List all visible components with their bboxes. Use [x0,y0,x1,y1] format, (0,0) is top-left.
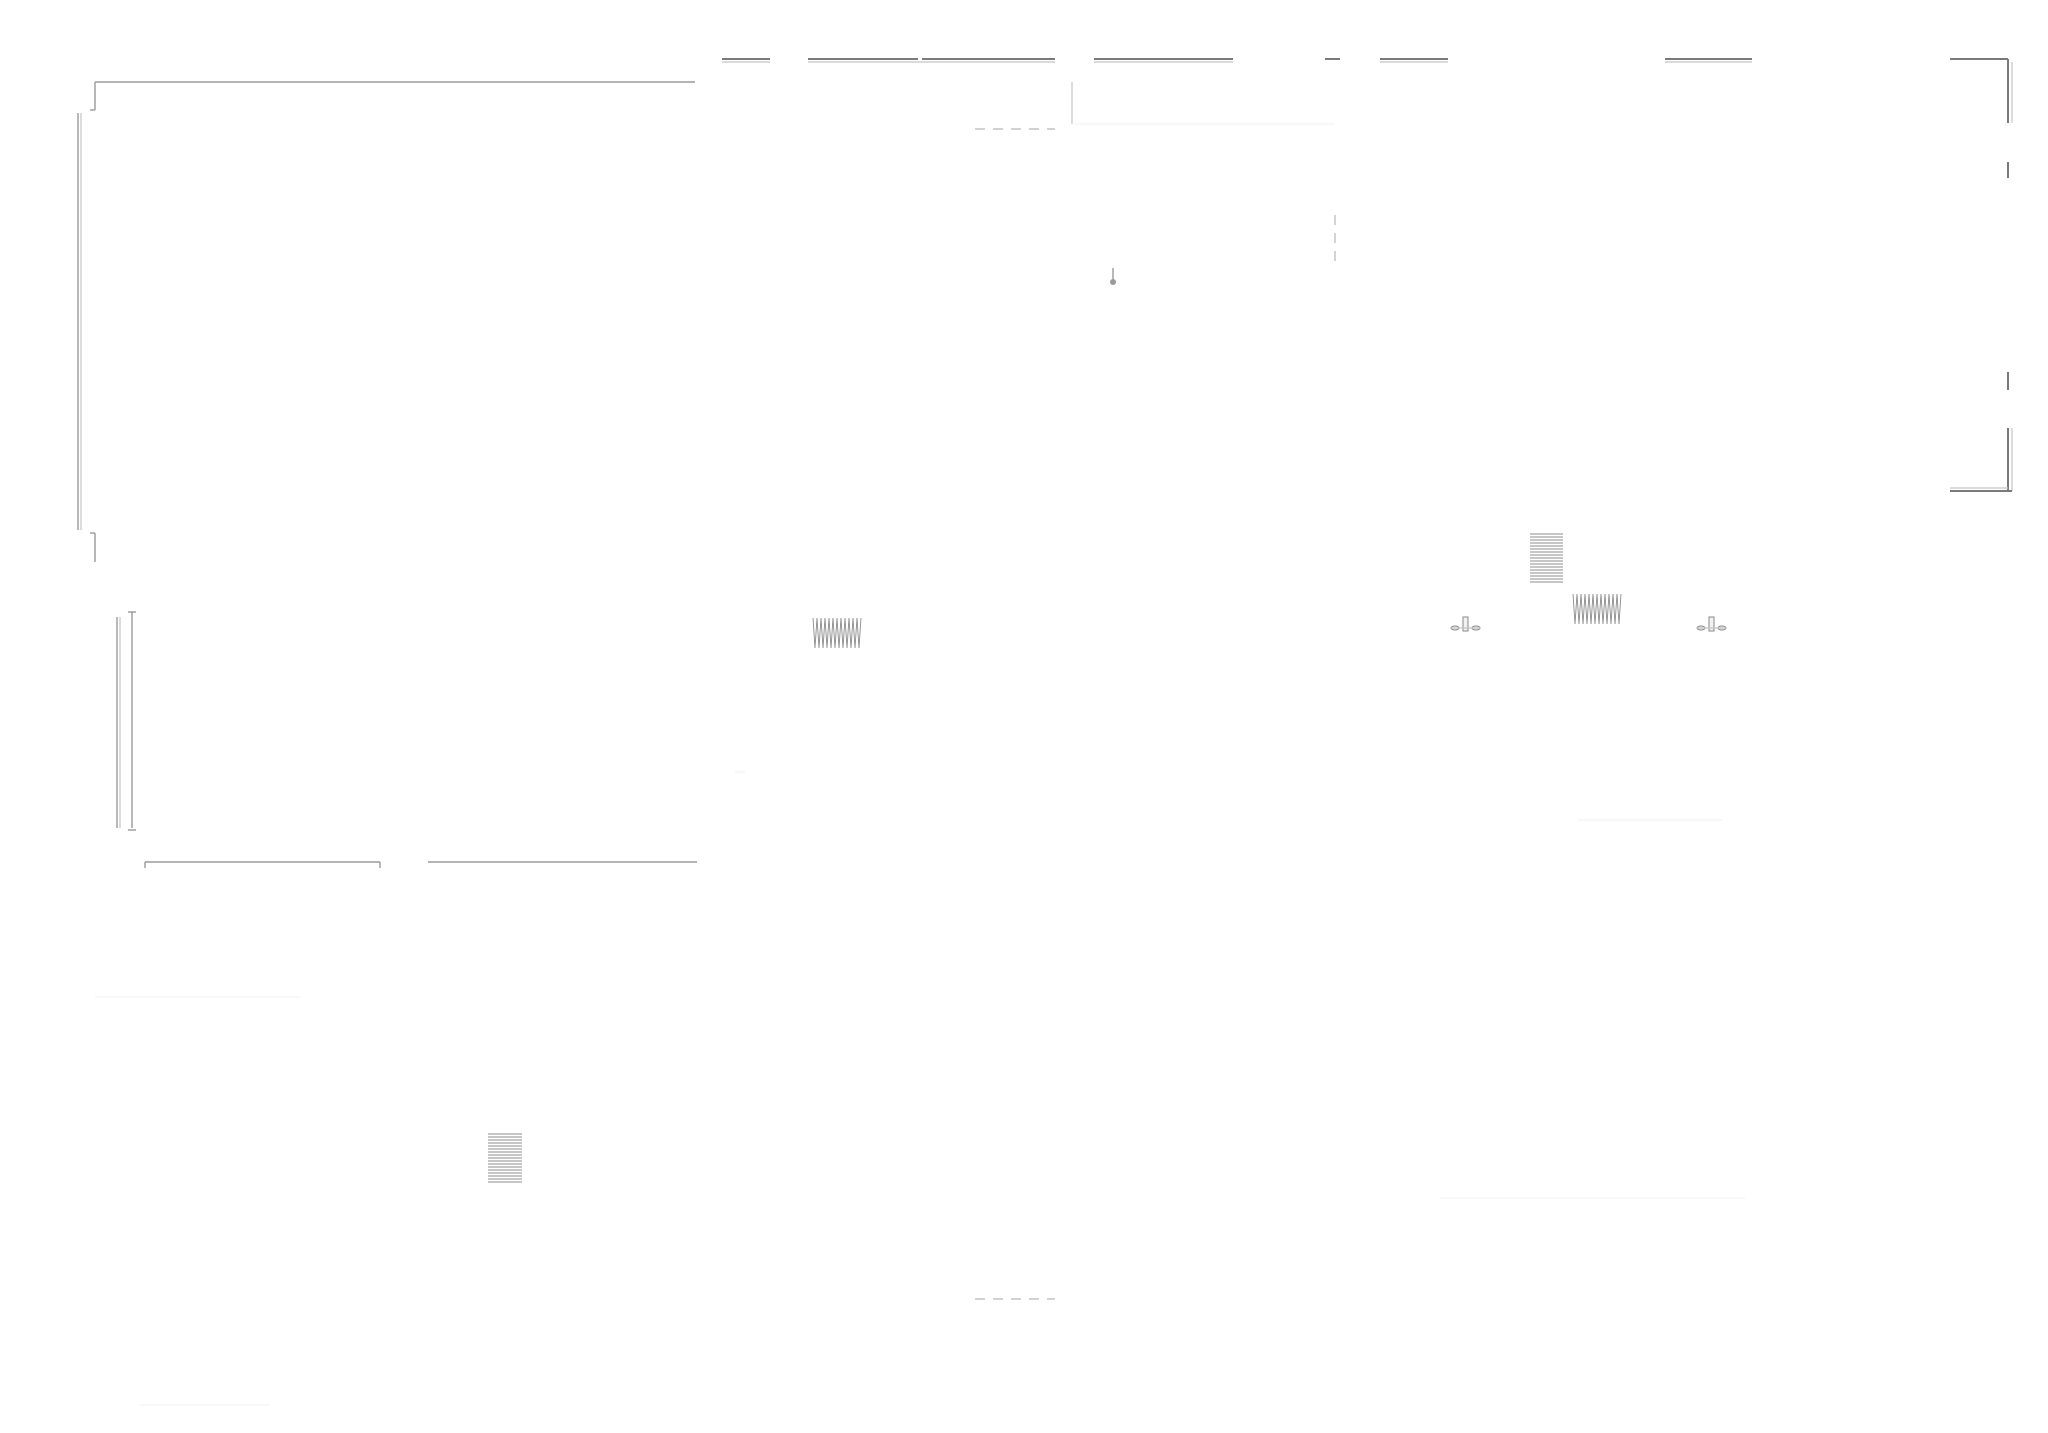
zigzag-hatch-left [812,617,862,649]
faint-strokes [95,771,1745,1406]
fixture-left [1450,616,1481,632]
pin-head [1110,279,1116,285]
hatched-block-upper [1530,533,1563,583]
pin-marker [1110,268,1116,285]
right-wall [1950,59,2013,492]
dashed-header-lines [975,82,1336,262]
hatched-block-lower [488,1133,522,1183]
lower-left-room-outline [116,611,697,868]
fixture-body [1708,616,1715,632]
fixture-body [1462,616,1469,632]
fixture-right [1696,616,1727,632]
top-wall-segments [722,58,2008,63]
zigzag-hatch-right [1572,593,1622,625]
left-room-outline [77,81,695,562]
zigzag-line [1572,593,1622,625]
zigzag-line [812,617,862,649]
